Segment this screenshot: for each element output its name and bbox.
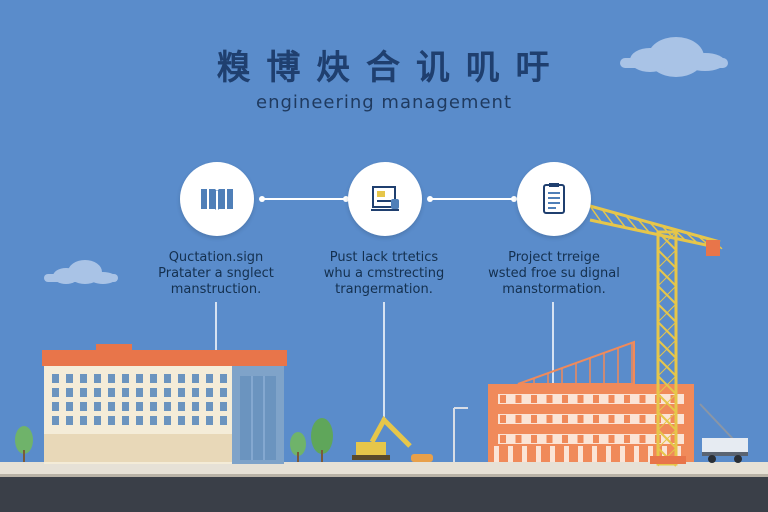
sidewalk [0,462,768,474]
tower-crane [589,204,723,467]
step-2-line-1: Pust lack trtetics [329,250,439,265]
street-lamp [453,407,468,462]
cloud-left [44,260,118,284]
step-1-line-3: manstruction. [170,282,262,297]
blueprint-icon [371,186,399,211]
step-node-1[interactable] [180,162,254,236]
road [0,474,768,512]
truck [699,403,748,463]
step-2-line-3: trangermation. [335,282,433,297]
step-3-line-3: manstormation. [502,282,606,297]
step-label-3: Project trreige wsted froe su dignal man… [464,250,644,298]
small-car [411,454,433,462]
page-title: 糗 博 炔 合 讥 叽 吁 [216,48,552,88]
step-node-2[interactable] [348,162,422,236]
step-label-1: Quctation.sign Pratater a snglect manstr… [126,250,306,298]
step-2-line-2: whu a cmstrecting [323,266,445,281]
cloud-top-right [620,37,728,77]
tree-mid-1 [290,432,306,462]
document-icon [543,183,565,214]
construction-building [488,340,694,462]
step-3-line-2: wsted froe su dignal [488,266,620,281]
tree-left [15,426,33,462]
step-3-line-1: Project trreige [508,250,600,265]
step-1-line-1: Quctation.sign [168,250,264,265]
office-building [42,344,287,464]
step-node-3[interactable] [517,162,591,236]
step-1-line-2: Pratater a snglect [158,266,274,281]
tree-mid-2 [311,418,333,462]
book-icon [201,189,233,211]
page-subtitle: engineering management [256,92,512,113]
step-label-2: Pust lack trtetics whu a cmstrecting tra… [294,250,474,298]
excavator [352,415,412,460]
